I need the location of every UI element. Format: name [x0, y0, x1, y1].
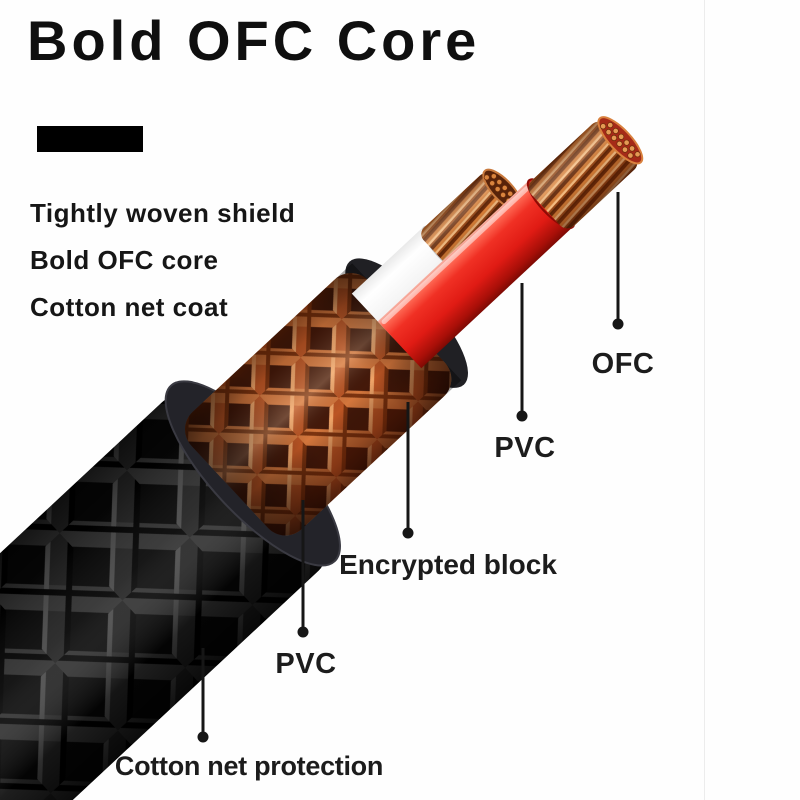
- copper-strands-right: [528, 116, 644, 229]
- callout-cotton-net-dot: [197, 731, 209, 743]
- callout-pvc-lower-dot: [297, 626, 309, 638]
- copper-strands-left: [421, 168, 523, 270]
- title-underline-bar: [37, 126, 143, 152]
- callout-pvc-upper-label: PVC: [494, 432, 556, 464]
- shield-end-shadow: [345, 258, 468, 388]
- callout-pvc-upper-dot: [516, 410, 528, 422]
- callout-ofc-dot: [612, 318, 624, 330]
- callout-ofc-line: [616, 192, 620, 319]
- page-title: Bold OFC Core: [27, 9, 481, 72]
- red-pvc-tube: [377, 178, 575, 369]
- callout-cotton-net-line: [201, 648, 205, 732]
- feature-label-coat: Cotton net coat: [30, 292, 229, 322]
- callout-cotton-net-label: Cotton net protection: [114, 751, 384, 781]
- callout-pvc-upper-line: [520, 283, 524, 411]
- white-insulation-tube: [351, 225, 466, 338]
- jacket-collar: [164, 380, 341, 567]
- callout-encrypted-block-label: Encrypted block: [339, 549, 557, 580]
- feature-label-core: Bold OFC core: [30, 245, 219, 275]
- feature-label-shield: Tightly woven shield: [30, 198, 296, 228]
- photo-edge-line: [704, 0, 705, 800]
- callout-encrypted-block-line: [406, 402, 410, 528]
- callout-ofc-label: OFC: [591, 348, 655, 380]
- outer-braid-jacket: [0, 398, 324, 800]
- feature-label-list: Tightly woven shield Bold OFC core Cotto…: [30, 190, 295, 331]
- callout-encrypted-block-dot: [402, 527, 414, 539]
- callout-pvc-lower-label: PVC: [275, 648, 337, 680]
- callout-pvc-lower-line: [301, 500, 305, 627]
